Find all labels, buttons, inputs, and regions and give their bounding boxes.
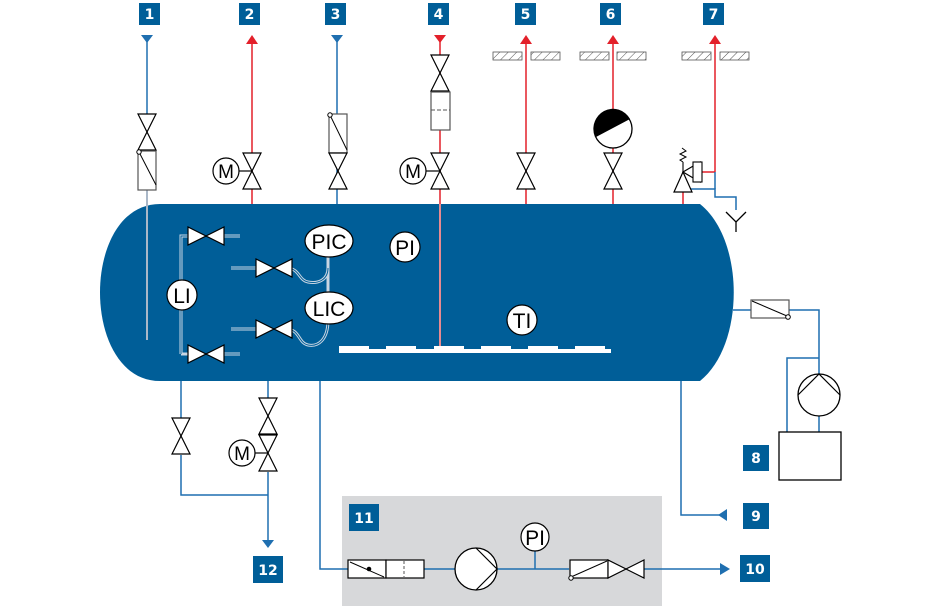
check-valve-nozzle-1[interactable] [136,149,157,191]
instrument-lic[interactable]: LIC [304,291,354,325]
vacuum-pump-icon[interactable] [593,108,633,149]
svg-text:TI: TI [513,310,532,333]
instrument-li[interactable]: LI [166,279,198,311]
nozzle-1-line [141,35,153,340]
check-valve-module[interactable] [347,559,387,579]
svg-text:6: 6 [606,7,616,23]
svg-text:1: 1 [145,7,155,23]
check-valve-outlet[interactable] [568,559,609,581]
check-valve-nozzle-3[interactable] [327,112,348,154]
label-8: 8 [743,445,769,471]
internal-valve-lic[interactable] [255,319,293,339]
svg-text:LIC: LIC [313,298,346,321]
product-line-10 [319,381,720,570]
svg-text:M: M [405,162,421,183]
svg-text:5: 5 [521,7,531,23]
svg-text:PI: PI [525,527,545,550]
drain-line-12 [180,381,269,540]
svg-text:PIC: PIC [311,231,346,254]
valve-nozzle-1[interactable] [137,113,157,151]
pump-module-box [342,496,662,606]
circulation-loop-8 [733,309,820,432]
svg-text:7: 7 [709,7,719,23]
valve-nozzle-6[interactable] [603,152,623,190]
svg-text:LI: LI [173,285,191,308]
tank-8[interactable] [778,431,842,481]
valve-outlet-10[interactable] [607,559,645,579]
svg-text:9: 9 [751,509,761,525]
svg-text:3: 3 [331,7,341,23]
label-5: 5 [515,3,536,25]
internal-valve-li-top[interactable] [187,226,225,246]
label-11: 11 [349,504,379,531]
svg-text:12: 12 [258,563,277,579]
motor-icon: M [228,439,256,467]
roof-penetration-6 [579,51,647,61]
filter-module[interactable] [385,559,425,579]
line-to-9 [680,381,727,516]
valve-nozzle-4[interactable] [430,54,450,92]
svg-text:10: 10 [745,562,765,578]
label-10: 10 [740,555,770,582]
safety-valve-nozzle-7[interactable] [673,147,703,193]
arrow-to-10 [720,563,730,575]
instrument-ti[interactable]: TI [506,304,538,336]
pump-loop-icon[interactable] [797,373,841,417]
label-3: 3 [325,3,346,25]
valve-nozzle-5[interactable] [516,152,536,190]
label-2: 2 [239,3,260,25]
svg-text:2: 2 [245,7,255,23]
drain-funnel-icon [725,211,747,232]
valve-nozzle-3[interactable] [328,152,348,190]
roof-penetration-7 [681,51,750,61]
nozzle-7-line [682,35,737,210]
valve-li-drain[interactable] [171,417,191,455]
check-valve-loop[interactable] [750,299,791,320]
valve-bottom-drain[interactable] [258,397,278,435]
arrow-to-9 [718,509,727,521]
label-6: 6 [600,3,621,25]
motor-valve-nozzle-2[interactable] [238,152,262,190]
instrument-pi-vessel[interactable]: PI [389,231,421,263]
internal-valve-li-bottom[interactable] [187,344,225,364]
svg-text:4: 4 [434,7,444,23]
svg-text:PI: PI [395,237,415,260]
label-4: 4 [428,3,449,25]
arrow-to-12 [262,540,274,548]
motor-valve-nozzle-4[interactable] [426,152,450,190]
motor-icon: M [212,157,240,185]
motor-icon: M [399,157,427,185]
pump-module-icon[interactable] [454,547,498,591]
filter-nozzle-4[interactable] [430,91,451,131]
motor-valve-bottom-drain[interactable] [254,434,278,472]
svg-text:M: M [218,162,234,183]
heating-coil [339,346,611,353]
label-12: 12 [253,556,283,583]
svg-text:8: 8 [751,451,761,467]
label-1: 1 [139,3,160,25]
instrument-pi-module[interactable]: PI [520,522,550,552]
internal-valve-pic[interactable] [255,258,293,278]
label-7: 7 [703,3,724,25]
instrument-pic[interactable]: PIC [304,224,354,258]
roof-penetration-5 [492,51,561,61]
svg-text:M: M [234,444,250,465]
svg-text:11: 11 [354,511,373,527]
label-9: 9 [743,503,769,529]
